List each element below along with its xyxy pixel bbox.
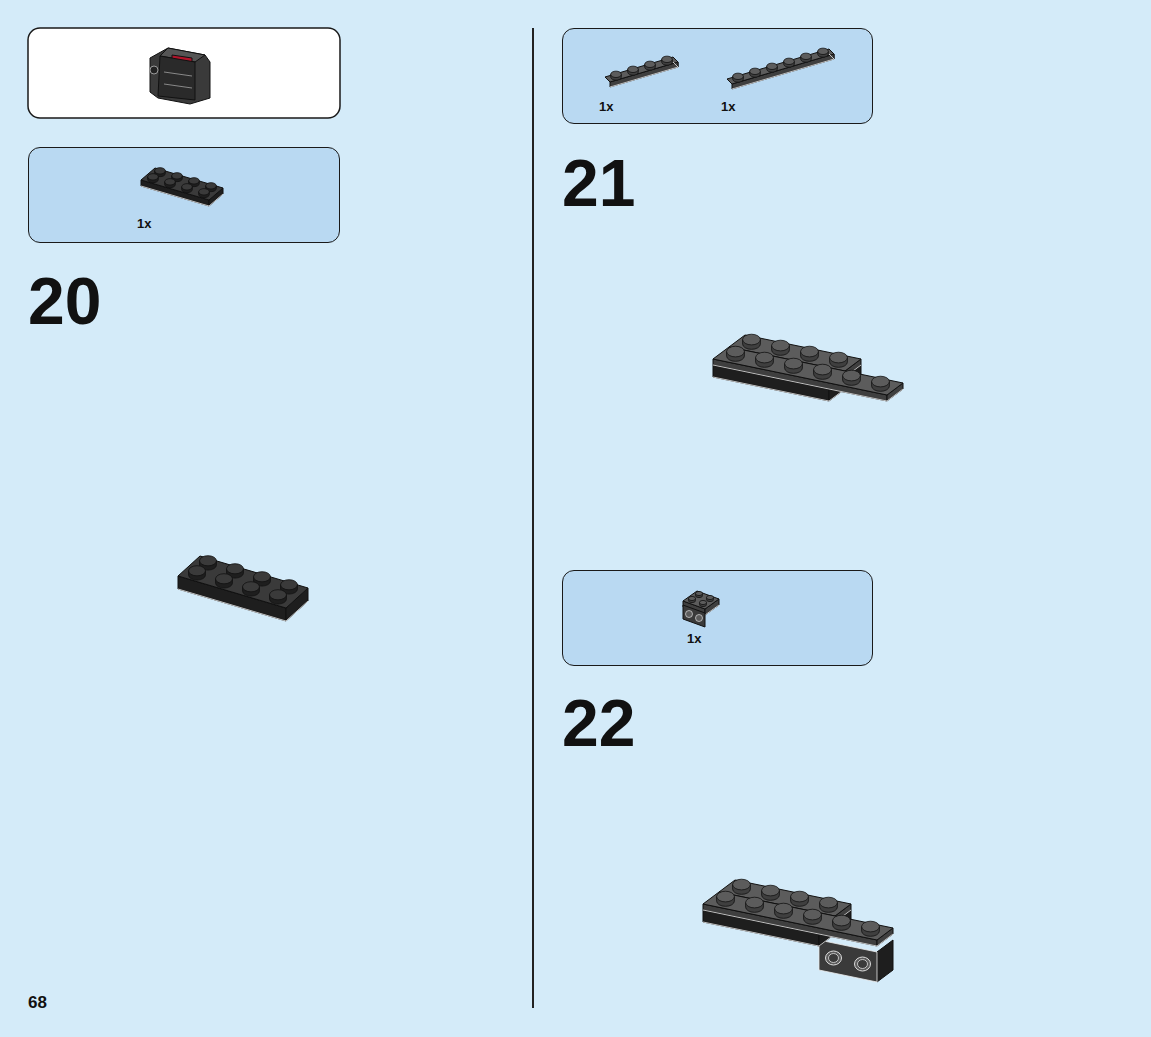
parts-callout-box: 1x: [28, 147, 340, 243]
quantity-label: 1x: [599, 99, 613, 114]
quantity-label: 1x: [721, 99, 735, 114]
part-icon: [563, 571, 874, 667]
parts-callout-box: 1x: [562, 570, 873, 666]
previous-assembly-box: [28, 28, 340, 118]
parts-callout-box: 1x 1x: [562, 28, 873, 124]
quantity-label: 1x: [687, 631, 701, 646]
previous-assembly: [150, 48, 210, 104]
quantity-label: 1x: [137, 216, 151, 231]
part-icon: [29, 148, 341, 244]
step-number: 20: [28, 268, 101, 334]
step-number: 22: [562, 690, 635, 756]
column-divider: [532, 28, 534, 1008]
step-models: [178, 334, 903, 982]
page-number: 68: [28, 994, 47, 1011]
step-number: 21: [562, 150, 635, 216]
